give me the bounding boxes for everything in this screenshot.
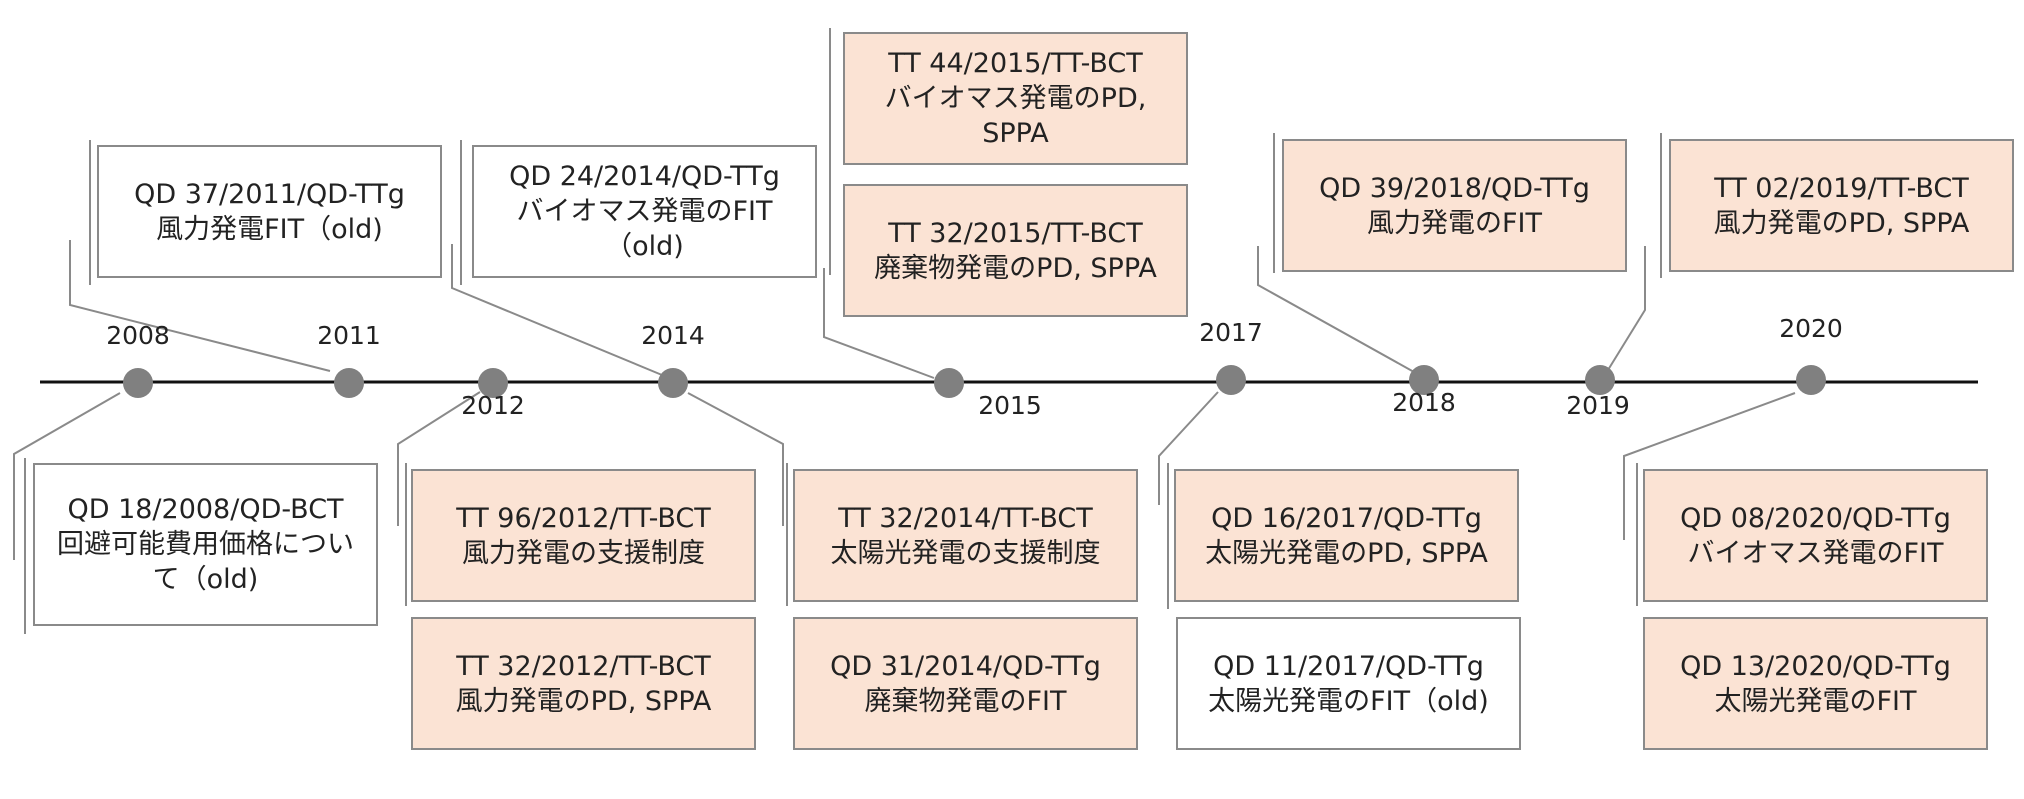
year-marker-2018 xyxy=(1409,365,1439,395)
year-label-2020: 2020 xyxy=(1779,314,1843,343)
connector-2014b xyxy=(687,392,784,526)
regulation-description: 廃棄物発電のFIT xyxy=(864,685,1067,717)
regulation-number: TT 96/2012/TT-BCT xyxy=(456,502,711,534)
regulation-description: 風力発電FIT（old) xyxy=(156,213,383,245)
connector-2017 xyxy=(1158,391,1219,505)
regulation-number: QD 18/2008/QD-BCT xyxy=(67,494,344,525)
regulation-box-d2008: QD 18/2008/QD-BCT 回避可能費用価格について（old) xyxy=(33,463,378,626)
connector-2011 xyxy=(69,240,331,372)
connector-2014a xyxy=(451,244,663,376)
regulation-description: バイオマス発電のFIT xyxy=(1687,537,1944,569)
regulation-number: TT 32/2014/TT-BCT xyxy=(838,502,1093,534)
year-marker-2012 xyxy=(478,368,508,398)
regulation-number: QD 13/2020/QD-TTg xyxy=(1680,650,1951,682)
regulation-number: QD 24/2014/QD-TTg xyxy=(509,161,780,192)
year-label-2018: 2018 xyxy=(1392,388,1456,417)
year-marker-2020 xyxy=(1796,365,1826,395)
regulation-number: TT 32/2015/TT-BCT xyxy=(888,217,1143,249)
year-marker-2014 xyxy=(658,368,688,398)
regulation-description: 風力発電のPD, SPPA xyxy=(1713,207,1970,239)
regulation-description: バイオマス発電のFIT xyxy=(516,196,773,227)
regulation-description: バイオマス発電のPD, xyxy=(884,83,1147,114)
regulation-number: TT 02/2019/TT-BCT xyxy=(1714,172,1969,204)
connector-2012 xyxy=(397,391,481,526)
year-label-2014: 2014 xyxy=(641,321,705,350)
year-label-2012: 2012 xyxy=(461,391,525,420)
year-label-2015: 2015 xyxy=(978,391,1042,420)
regulation-description: 廃棄物発電のPD, SPPA xyxy=(874,252,1157,284)
regulation-box-d2015a: TT 44/2015/TT-BCT バイオマス発電のPD, SPPA xyxy=(843,32,1188,165)
year-marker-2015 xyxy=(934,368,964,398)
regulation-number: QD 37/2011/QD-TTg xyxy=(134,178,405,210)
regulation-description: SPPA xyxy=(982,118,1049,149)
regulation-description: 太陽光発電のFIT（old) xyxy=(1208,685,1489,717)
regulation-description: 風力発電のFIT xyxy=(1367,207,1542,239)
regulation-number: QD 11/2017/QD-TTg xyxy=(1213,650,1484,682)
regulation-number: QD 16/2017/QD-TTg xyxy=(1211,502,1482,534)
year-label-2008: 2008 xyxy=(106,321,170,350)
regulation-number: QD 39/2018/QD-TTg xyxy=(1319,172,1590,204)
regulation-description: 太陽光発電の支援制度 xyxy=(830,537,1101,569)
regulation-description: 太陽光発電のPD, SPPA xyxy=(1205,537,1488,569)
regulation-description: 回避可能費用価格につい xyxy=(57,529,354,560)
connector-2019 xyxy=(1607,246,1646,371)
regulation-description: て（old) xyxy=(152,564,259,595)
year-marker-2017 xyxy=(1216,365,1246,395)
regulation-description: 太陽光発電のFIT xyxy=(1714,685,1917,717)
year-marker-2011 xyxy=(334,368,364,398)
regulation-number: QD 08/2020/QD-TTg xyxy=(1680,502,1951,534)
regulation-box-d2014a: QD 24/2014/QD-TTg バイオマス発電のFIT （old) xyxy=(472,145,817,278)
year-label-2017: 2017 xyxy=(1199,318,1263,347)
regulation-number: TT 32/2012/TT-BCT xyxy=(456,650,711,682)
year-marker-2008 xyxy=(123,368,153,398)
connector-2008 xyxy=(13,392,121,560)
regulation-description: 風力発電のPD, SPPA xyxy=(455,685,712,717)
connector-2015 xyxy=(823,268,935,379)
year-marker-2019 xyxy=(1585,365,1615,395)
year-label-2019: 2019 xyxy=(1566,391,1630,420)
regulation-description: （old) xyxy=(605,231,684,262)
regulation-number: TT 44/2015/TT-BCT xyxy=(888,48,1143,79)
connector-2020 xyxy=(1623,392,1796,540)
connector-2018 xyxy=(1257,246,1415,373)
year-label-2011: 2011 xyxy=(317,321,381,350)
regulation-number: QD 31/2014/QD-TTg xyxy=(830,650,1101,682)
regulation-description: 風力発電の支援制度 xyxy=(462,537,705,569)
